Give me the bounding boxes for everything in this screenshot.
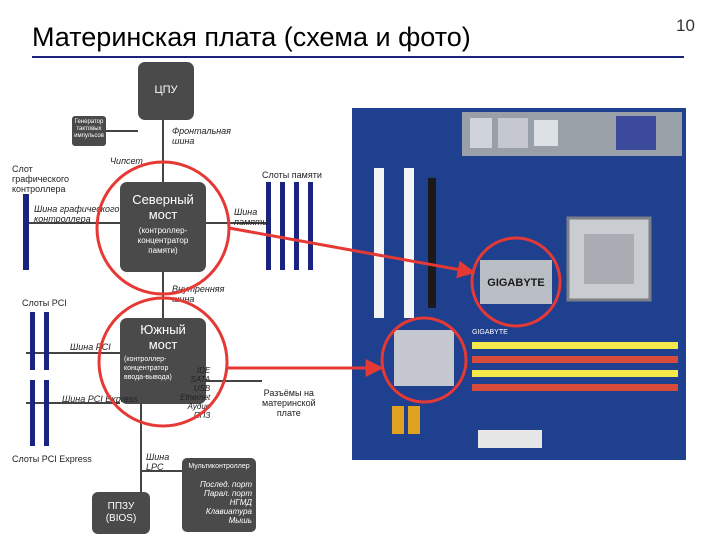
memory-slot-bar-1 bbox=[266, 182, 271, 270]
north-bridge-heatsink bbox=[480, 260, 552, 304]
memory-slots-label: Слоты памяти bbox=[262, 170, 322, 180]
pci-slot-2 bbox=[404, 168, 414, 318]
pci-slot-1 bbox=[374, 168, 384, 318]
pci-slots-label: Слоты PCI bbox=[22, 298, 67, 308]
pci-bus-label: Шина PCI bbox=[70, 342, 111, 352]
memory-bus-line bbox=[206, 222, 268, 224]
rear-port-3 bbox=[534, 120, 558, 146]
memory-slot-3 bbox=[472, 370, 678, 377]
cpu-socket bbox=[566, 216, 652, 302]
multicontroller-line bbox=[140, 470, 182, 472]
rear-port-vga bbox=[616, 116, 656, 150]
bios-box: ППЗУ(BIOS) bbox=[92, 492, 150, 534]
cpu-box: ЦПУ bbox=[138, 62, 194, 120]
cpu-socket-inner bbox=[584, 234, 634, 284]
pcie-slot bbox=[428, 178, 436, 308]
clock-generator-label: Генератор тактовых импульсов bbox=[74, 119, 104, 139]
graphics-bus-line bbox=[26, 222, 120, 224]
title-underline bbox=[32, 56, 684, 58]
clock-line bbox=[106, 130, 138, 132]
pci-bus-line bbox=[26, 352, 120, 354]
bios-label: ППЗУ(BIOS) bbox=[105, 501, 137, 524]
pci-slot-bar-2 bbox=[44, 312, 49, 370]
rear-port-1 bbox=[470, 118, 492, 148]
sata-port-2 bbox=[408, 406, 420, 434]
pcie-slot-bar-1 bbox=[30, 380, 35, 446]
memory-slot-4 bbox=[472, 384, 678, 391]
board-label: GIGABYTE bbox=[472, 329, 508, 336]
memory-slot-bar-2 bbox=[280, 182, 285, 270]
chip-brand: GIGABYTE bbox=[487, 277, 544, 289]
rear-port-2 bbox=[498, 118, 528, 148]
chipset-label: Чипсет bbox=[110, 156, 143, 166]
lpc-bus-line bbox=[140, 404, 142, 492]
north-bridge-subtitle: (контроллер- концентратор памяти) bbox=[137, 226, 189, 255]
slide-number: 10 bbox=[676, 16, 695, 35]
clock-generator-box: Генератор тактовых импульсов bbox=[72, 116, 106, 146]
sb-interfaces-label: IDE SATA USB Ethernet Аудио ППЗ bbox=[180, 366, 211, 420]
memory-slot-bar-4 bbox=[308, 182, 313, 270]
board-connectors-label: Разъёмы на материнской плате bbox=[262, 388, 316, 418]
pcie-bus-label: Шина PCI Express bbox=[62, 394, 138, 404]
atx-power-connector bbox=[478, 430, 542, 448]
south-bridge-heatsink bbox=[394, 330, 454, 386]
cpu-label: ЦПУ bbox=[154, 84, 178, 96]
north-bridge-highlight bbox=[470, 236, 562, 328]
connectors-line bbox=[206, 380, 262, 382]
multicontroller-box: Мультиконтроллер bbox=[182, 458, 256, 532]
graphics-slot-bar bbox=[23, 194, 29, 270]
motherboard-photo: GIGABYTE GIGABYTE bbox=[352, 108, 686, 460]
pcie-slot-bar-2 bbox=[44, 380, 49, 446]
multicontroller-label: Мультиконтроллер bbox=[188, 463, 250, 470]
memory-slot-2 bbox=[472, 356, 678, 363]
front-bus-line bbox=[162, 120, 164, 182]
multicontroller-ports: Послед. порт Парал. порт НГМД Клавиатура… bbox=[200, 480, 252, 525]
memory-slot-bar-3 bbox=[294, 182, 299, 270]
graphics-slot-label: Слот графического контроллера bbox=[12, 164, 70, 194]
slide-title: Материнская плата (схема и фото) bbox=[32, 22, 471, 52]
memory-slot-1 bbox=[472, 342, 678, 349]
internal-bus-line bbox=[162, 272, 164, 318]
pci-slot-bar-1 bbox=[30, 312, 35, 370]
pcie-slots-label: Слоты PCI Express bbox=[12, 454, 92, 464]
sata-port-1 bbox=[392, 406, 404, 434]
pcie-bus-line bbox=[26, 402, 120, 404]
